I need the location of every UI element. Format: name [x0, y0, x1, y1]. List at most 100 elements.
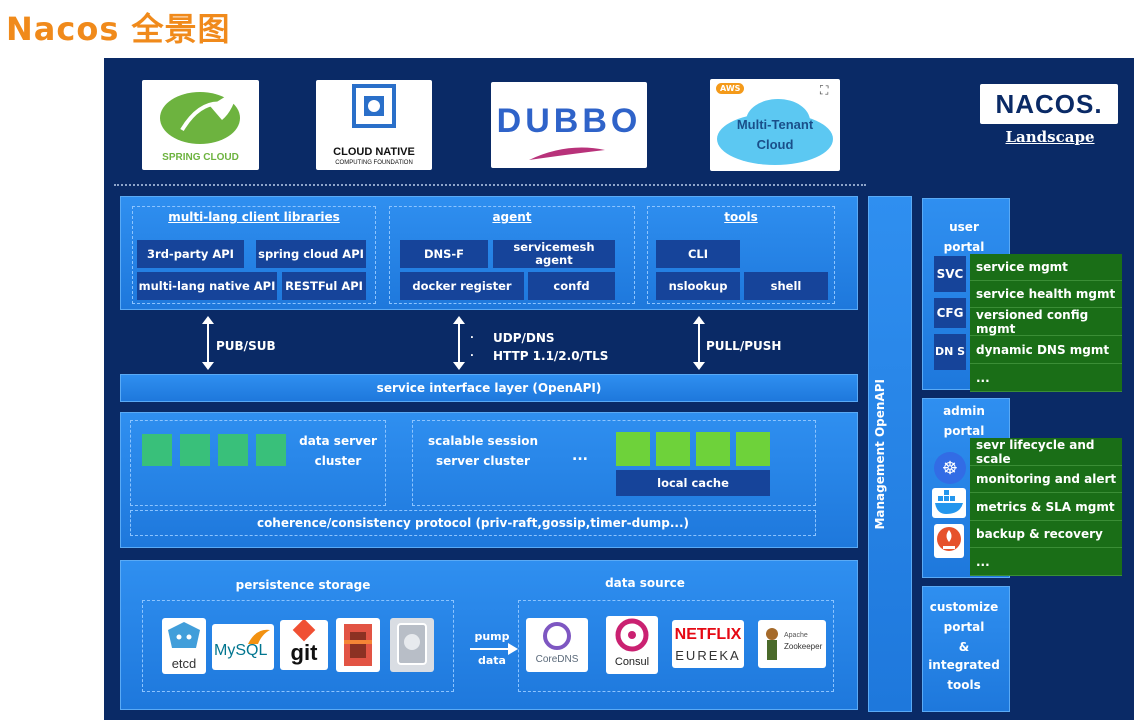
mysql-logo: MySQL [212, 624, 274, 670]
zookeeper-icon [766, 628, 778, 660]
dns-tag: DN S [934, 334, 966, 370]
data-server-cluster-label: cluster [314, 454, 362, 468]
pump-arrow-head [508, 643, 518, 655]
session-server-title: scalable session [427, 434, 539, 448]
cache-node-2 [656, 432, 690, 466]
data-node-3 [218, 434, 248, 466]
third-party-api-chip: 3rd-party API [137, 240, 244, 268]
spring-cloud-caption: SPRING CLOUD [162, 152, 239, 163]
admin-more-item: ... [970, 548, 1122, 576]
admin-portal-subtitle: portal [943, 424, 985, 438]
http-tls-label: HTTP 1.1/2.0/TLS [493, 349, 609, 363]
service-health-mgmt-item: service health mgmt [970, 281, 1122, 308]
spring-cloud-api-chip: spring cloud API [256, 240, 366, 268]
consul-logo: Consul [606, 616, 658, 674]
pub-sub-arrow [202, 316, 214, 370]
prometheus-icon [934, 524, 964, 558]
service-mgmt-item: service mgmt [970, 254, 1122, 281]
session-server-group [412, 420, 816, 506]
cache-node-3 [696, 432, 730, 466]
local-cache-chip: local cache [616, 470, 770, 496]
confd-chip: confd [528, 272, 615, 300]
docker-icon [932, 488, 966, 518]
zookeeper-logo: Apache Zookeeper [758, 620, 826, 668]
data-server-title: data server [299, 434, 377, 448]
user-portal-subtitle: portal [943, 240, 985, 254]
expand-icon: ⛶ [820, 83, 829, 97]
multi-tenant-caption: Multi-Tenant [736, 117, 814, 132]
data-source-group [518, 600, 834, 692]
restful-api-chip: RESTFul API [282, 272, 366, 300]
s3-logo [336, 618, 380, 672]
metrics-sla-item: metrics & SLA mgmt [970, 493, 1122, 521]
cncf-caption: CLOUD NATIVE [333, 146, 415, 158]
nacos-logo: NACOS. [980, 84, 1118, 124]
native-api-chip: multi-lang native API [137, 272, 277, 300]
data-node-1 [142, 434, 172, 466]
agent-group [389, 206, 635, 304]
eureka-label: EUREKA [675, 648, 741, 663]
nslookup-chip: nslookup [656, 272, 740, 300]
etcd-logo: etcd [162, 618, 206, 674]
zookeeper-label: Zookeeper [784, 642, 823, 651]
management-openapi-label: Management OpenAPI [873, 378, 887, 530]
cli-chip: CLI [656, 240, 740, 268]
netflix-label: NETFLIX [674, 626, 742, 643]
bullet-1: . [470, 330, 474, 341]
dubbo-caption: DUBBO [496, 102, 642, 140]
dubbo-logo: DUBBO [491, 82, 647, 168]
git-label: git [290, 640, 318, 665]
landscape-subtitle: Landscape [1005, 128, 1095, 146]
udp-dns-label: UDP/DNS [493, 331, 555, 345]
etcd-label: etcd [171, 656, 197, 671]
user-more-item: ... [970, 364, 1122, 392]
consistency-protocol-bar: coherence/consistency protocol (priv-raf… [130, 510, 816, 536]
cncf-logo: CLOUD NATIVE COMPUTING FOUNDATION [316, 80, 432, 170]
service-interface-label: service interface layer (OpenAPI) [376, 381, 602, 395]
dolphin-icon [248, 629, 270, 644]
consistency-protocol-label: coherence/consistency protocol (priv-raf… [256, 516, 690, 530]
client-libraries-group [132, 206, 376, 304]
coredns-icon [543, 622, 571, 650]
dynamic-dns-mgmt-item: dynamic DNS mgmt [970, 336, 1122, 364]
consul-icon [615, 618, 649, 652]
management-openapi-bar: Management OpenAPI [868, 196, 912, 712]
backup-recovery-item: backup & recovery [970, 521, 1122, 548]
pub-sub-label: PUB/SUB [216, 339, 276, 353]
data-node-4 [256, 434, 286, 466]
docker-register-chip: docker register [400, 272, 524, 300]
service-interface-layer: service interface layer (OpenAPI) [120, 374, 858, 402]
netflix-eureka-logo: NETFLIX EUREKA [672, 620, 744, 668]
git-icon [292, 618, 316, 642]
versioned-config-mgmt-item: versioned config mgmt [970, 308, 1122, 336]
customize-label: customize [929, 600, 999, 614]
servicemesh-agent-chip: servicemesh agent [493, 240, 615, 268]
git-logo: git [280, 618, 328, 670]
etcd-icon [168, 622, 200, 648]
coredns-label: CoreDNS [535, 654, 579, 665]
pump-arrow [470, 648, 510, 650]
cloud-caption: Cloud [756, 137, 794, 152]
pull-push-label: PULL/PUSH [706, 339, 782, 353]
customize-and-label: & [958, 640, 970, 654]
monitoring-alert-item: monitoring and alert [970, 466, 1122, 493]
svc-tag: SVC [934, 256, 966, 292]
data-label: data [478, 654, 506, 667]
pump-label: pump [474, 630, 510, 643]
page-title: Nacos 全景图 [6, 10, 231, 48]
pull-push-arrow [693, 316, 705, 370]
admin-portal-title: admin [943, 404, 985, 418]
data-node-2 [180, 434, 210, 466]
server-lifecycle-item: sevr lifecycle and scale [970, 438, 1122, 466]
spring-leaf-icon [160, 88, 240, 144]
coredns-logo: CoreDNS [526, 618, 588, 672]
bullet-2: . [470, 348, 474, 359]
shell-chip: shell [744, 272, 828, 300]
consul-label: Consul [614, 656, 650, 668]
session-ellipsis: ... [572, 448, 588, 464]
aws-badge: AWS [716, 83, 745, 94]
apache-label: Apache [784, 632, 808, 639]
tools-group [647, 206, 835, 304]
cncf-icon [352, 84, 396, 128]
tools-label: tools [947, 678, 981, 692]
